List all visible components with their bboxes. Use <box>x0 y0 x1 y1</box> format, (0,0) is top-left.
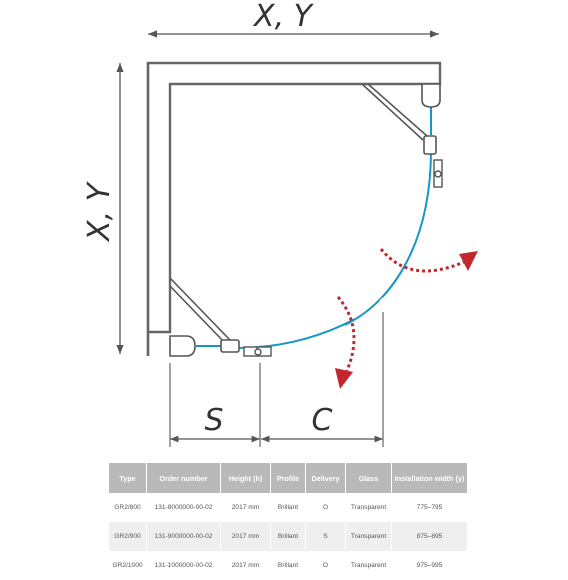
fixed-panel-left <box>169 277 231 345</box>
left-door-handle <box>243 346 272 357</box>
header-glass: Glass <box>346 463 391 493</box>
top-wall-profile <box>421 83 441 108</box>
cell-type: GR2/1000 <box>112 562 143 569</box>
curved-door-arc <box>344 149 432 326</box>
opening-arrow-right-path <box>379 248 465 273</box>
cell-type: GR2/800 <box>114 504 141 511</box>
cell-order-number: 131-8000000-00-02 <box>154 504 213 511</box>
cell-glass: Transparent <box>350 562 387 569</box>
table-header-row: Type Order number Height (h) Profile Del… <box>109 463 467 493</box>
left-dimension-label: X, Y <box>82 180 117 243</box>
shower-enclosure-diagram: X, Y X, Y S C <box>82 0 478 447</box>
top-door-handle <box>433 159 443 188</box>
header-installation-width: Installation width (y) <box>392 463 467 493</box>
table-row: GR2/800 131-8000000-00-02 2017 mm Brilla… <box>109 493 467 522</box>
top-dimension-label: X, Y <box>252 0 315 34</box>
cell-profile: Brillant <box>277 562 299 569</box>
top-panel-clamp <box>423 135 437 155</box>
header-delivery: Delivery <box>306 463 345 493</box>
table-row: GR2/1000 131-1000000-00-02 2017 mm Brill… <box>109 551 467 580</box>
header-height: Height (h) <box>221 463 270 493</box>
cell-height: 2017 mm <box>221 522 270 551</box>
wall-outline <box>146 61 442 356</box>
header-order-number: Order number <box>147 463 220 493</box>
opening-arrow-down-head <box>335 368 353 389</box>
fixed-panel-top <box>361 83 428 141</box>
cell-glass: Transparent <box>350 504 387 511</box>
cell-delivery: O <box>322 562 329 569</box>
cell-order-number: 131-9000000-00-02 <box>147 522 220 551</box>
arc-gap-marker <box>379 297 388 306</box>
cell-profile: Brillant <box>277 504 299 511</box>
c-dimension-label: C <box>312 403 333 438</box>
opening-arrow-down-path <box>336 296 356 376</box>
left-wall-profile <box>169 335 196 357</box>
header-type: Type <box>109 463 146 493</box>
opening-arrow-right-head <box>459 251 478 271</box>
cell-type: GR2/900 <box>109 522 146 551</box>
s-dimension-label: S <box>204 403 223 438</box>
header-profile: Profile <box>271 463 305 493</box>
cell-installation-width: 975–995 <box>416 562 443 569</box>
left-panel-clamp <box>220 339 240 353</box>
specification-table: Type Order number Height (h) Profile Del… <box>108 463 468 580</box>
curved-door-arc-lower <box>235 318 356 349</box>
cell-delivery: O <box>322 504 329 511</box>
cell-order-number: 131-1000000-00-02 <box>154 562 213 569</box>
cell-height: 2017 mm <box>231 504 260 511</box>
cell-glass: Transparent <box>346 522 391 551</box>
cell-installation-width: 875–895 <box>392 522 467 551</box>
cell-delivery: S <box>306 522 345 551</box>
cell-height: 2017 mm <box>231 562 260 569</box>
cell-profile: Brillant <box>271 522 305 551</box>
table-row: GR2/900 131-9000000-00-02 2017 mm Brilla… <box>109 522 467 551</box>
cell-installation-width: 775–795 <box>416 504 443 511</box>
